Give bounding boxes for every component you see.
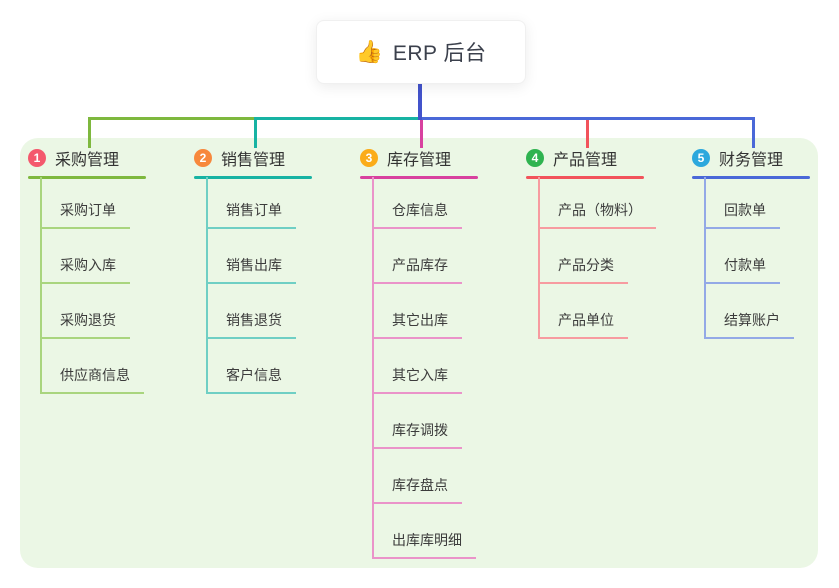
- branch-underline: [194, 176, 312, 179]
- branch-label: 财务管理: [719, 152, 784, 169]
- connector-bus: [421, 117, 755, 120]
- branch-label: 产品管理: [553, 152, 618, 169]
- child-node[interactable]: 产品单位: [538, 310, 628, 339]
- branch-number-badge: 5: [692, 149, 710, 167]
- child-node[interactable]: 采购退货: [40, 310, 130, 339]
- child-node[interactable]: 客户信息: [206, 365, 296, 394]
- child-node[interactable]: 库存盘点: [372, 475, 462, 504]
- child-node[interactable]: 付款单: [704, 255, 780, 284]
- connector-bus: [254, 117, 424, 120]
- branch-stem: [538, 177, 540, 339]
- child-node[interactable]: 产品分类: [538, 255, 628, 284]
- child-node[interactable]: 出库库明细: [372, 530, 476, 559]
- branch-underline: [692, 176, 810, 179]
- child-node[interactable]: 其它出库: [372, 310, 462, 339]
- branch-number-badge: 3: [360, 149, 378, 167]
- branch-underline: [526, 176, 644, 179]
- branch-label: 库存管理: [387, 152, 452, 169]
- child-node[interactable]: 供应商信息: [40, 365, 144, 394]
- branch-header[interactable]: 5 财务管理: [692, 148, 784, 169]
- branch-header[interactable]: 2 销售管理: [194, 148, 286, 169]
- child-node[interactable]: 销售出库: [206, 255, 296, 284]
- child-node[interactable]: 回款单: [704, 200, 780, 229]
- branch-underline: [360, 176, 478, 179]
- connector-drop: [586, 117, 589, 148]
- root-connector: [418, 82, 422, 120]
- branch-header[interactable]: 1 采购管理: [28, 148, 120, 169]
- child-node[interactable]: 结算账户: [704, 310, 794, 339]
- child-node[interactable]: 库存调拨: [372, 420, 462, 449]
- branch-number-badge: 1: [28, 149, 46, 167]
- branch-header[interactable]: 3 库存管理: [360, 148, 452, 169]
- branch-label: 采购管理: [55, 152, 120, 169]
- child-node[interactable]: 销售订单: [206, 200, 296, 229]
- branch-stem: [40, 177, 42, 394]
- connector-drop: [752, 117, 755, 148]
- thumbs-up-icon: 👍: [355, 39, 383, 64]
- child-node[interactable]: 采购订单: [40, 200, 130, 229]
- branches-panel: [20, 138, 818, 568]
- branch-underline: [28, 176, 146, 179]
- branch-label: 销售管理: [221, 152, 286, 169]
- child-node[interactable]: 其它入库: [372, 365, 462, 394]
- branch-stem: [372, 177, 374, 559]
- branch-stem: [206, 177, 208, 394]
- child-node[interactable]: 产品（物料）: [538, 200, 656, 229]
- connector-drop: [88, 117, 91, 148]
- child-node[interactable]: 销售退货: [206, 310, 296, 339]
- connector-drop: [254, 117, 257, 148]
- child-node[interactable]: 仓库信息: [372, 200, 462, 229]
- root-node-label: ERP 后台: [392, 42, 487, 65]
- root-node[interactable]: 👍 ERP 后台: [316, 20, 526, 84]
- child-node[interactable]: 采购入库: [40, 255, 130, 284]
- branch-stem: [704, 177, 706, 339]
- branch-number-badge: 4: [526, 149, 544, 167]
- child-node[interactable]: 产品库存: [372, 255, 462, 284]
- branch-number-badge: 2: [194, 149, 212, 167]
- connector-drop: [420, 117, 423, 148]
- branch-header[interactable]: 4 产品管理: [526, 148, 618, 169]
